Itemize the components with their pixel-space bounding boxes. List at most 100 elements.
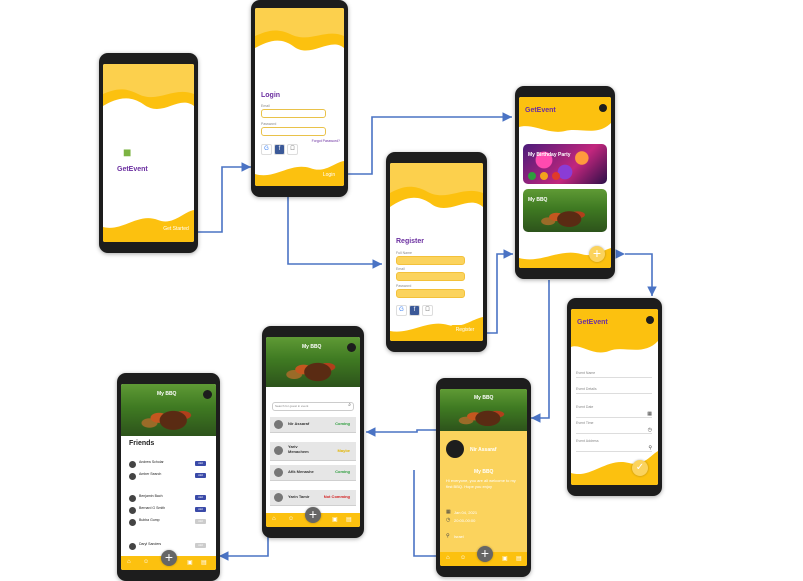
friend-avatar-icon (129, 495, 136, 502)
guest-row[interactable]: Yariv Menachem Maybe (270, 442, 356, 461)
home-screen: GetEvent My Birthday Party My BBQ + (519, 97, 611, 268)
arrow-detail-guests (366, 427, 440, 437)
friend-avatar-icon (129, 461, 136, 468)
add-friend-button[interactable]: Add (195, 507, 206, 512)
event-time-field[interactable]: Event Time (576, 421, 594, 425)
login-email-input[interactable] (261, 109, 326, 118)
login-top-wave (255, 8, 344, 51)
guest-avatar-icon (274, 493, 283, 502)
register-title: Register (396, 238, 425, 245)
event-coming-button[interactable] (528, 172, 536, 180)
arrow-splash-login (197, 162, 251, 233)
event-time: 20:00-00:00 (454, 518, 476, 523)
full-name-input[interactable] (396, 256, 465, 265)
apple-register-icon[interactable]:  (422, 305, 433, 316)
guests-fab[interactable]: + (305, 507, 321, 523)
event-date-field[interactable]: Event Date (576, 405, 594, 409)
apple-login-icon[interactable]:  (287, 144, 298, 155)
event-date: Jan 04, 2021 (454, 510, 478, 515)
facebook-login-icon[interactable]: f (274, 144, 285, 155)
guest-status: Coming (335, 469, 350, 474)
friends-fab[interactable]: + (161, 550, 177, 566)
friends-image: My BBQ (121, 384, 216, 436)
calendar-icon[interactable]: ▦ (647, 411, 652, 417)
guests-profile-avatar-icon[interactable] (347, 343, 356, 352)
create-profile-avatar-icon[interactable] (646, 316, 654, 324)
login-title: Login (261, 92, 281, 99)
phone-guests: My BBQ Search for guest in event ⌕ Nir A… (262, 326, 364, 538)
friend-name: Andrew Scholar (139, 460, 164, 464)
splash-top-wave (103, 64, 194, 109)
event-decline-button[interactable] (552, 172, 560, 180)
event-time-underline (576, 433, 652, 434)
guest-row[interactable]: Yarin Tamir Not Comming (270, 490, 356, 506)
add-friend-button[interactable]: Add (195, 543, 206, 548)
friend-row: Bernard G Smith Add (125, 506, 212, 516)
event-detail-fab[interactable]: + (477, 546, 493, 562)
home-nav-icon[interactable]: ⌂ (446, 555, 450, 561)
guests-nav-icon[interactable]: ☺ (460, 555, 467, 561)
add-friend-button[interactable]: Add (195, 495, 206, 500)
date-icon: ▦ (446, 509, 451, 515)
guest-row[interactable]: Afik Menashe Coming (270, 465, 356, 481)
add-friend-button[interactable]: Add (195, 473, 206, 478)
get-started-button[interactable]: Get Started (161, 224, 191, 234)
event-address-field[interactable]: Event Address (576, 439, 599, 443)
forgot-password-link[interactable]: Forgot Password? (311, 139, 340, 143)
friends-profile-avatar-icon[interactable] (203, 390, 212, 399)
location-icon: ⚲ (446, 533, 450, 539)
arrow-home-detail (531, 280, 550, 423)
home-top-wave (519, 97, 611, 132)
home-bottom-wave (519, 248, 611, 268)
phone-splash: ■ GetEvent Get Started (99, 53, 198, 253)
guest-name: Yarin Tamir (288, 494, 310, 499)
add-friend-button[interactable]: Add (195, 519, 206, 524)
notes-nav-icon[interactable]: ▤ (346, 517, 352, 523)
cart-nav-icon[interactable]: ▣ (332, 517, 338, 523)
cart-nav-icon[interactable]: ▣ (502, 556, 508, 562)
event-details-field[interactable]: Event Details (576, 387, 597, 391)
event-details-underline (576, 393, 652, 394)
splash-screen: ■ GetEvent Get Started (103, 64, 194, 242)
cart-nav-icon[interactable]: ▣ (187, 560, 193, 566)
friends-screen: My BBQ Friends Andrew Scholar Add Amber … (121, 384, 216, 570)
friends-nav-icon[interactable]: ☺ (143, 559, 150, 565)
add-friend-button[interactable]: Add (195, 461, 206, 466)
guest-search-input[interactable]: Search for guest in event ⌕ (272, 402, 354, 411)
event-detail-title: My BBQ (474, 469, 494, 475)
register-button[interactable]: Register (451, 325, 479, 335)
arrow-login-register (287, 185, 382, 269)
create-event-screen: GetEvent Event Name Event Details Event … (571, 309, 658, 485)
arrow-guests-friends (219, 512, 269, 561)
login-button[interactable]: Login (318, 170, 340, 180)
home-nav-icon[interactable]: ⌂ (272, 516, 276, 522)
register-top-wave (390, 163, 483, 208)
phone-home: GetEvent My Birthday Party My BBQ + (515, 86, 615, 279)
register-email-input[interactable] (396, 272, 465, 281)
location-pin-icon[interactable]: ⚲ (648, 445, 652, 451)
guest-row[interactable]: Nir Assaraf Coming (270, 417, 356, 433)
clock-icon[interactable]: ◷ (647, 427, 652, 433)
facebook-register-icon[interactable]: f (409, 305, 420, 316)
confirm-event-button[interactable]: ✓ (632, 460, 648, 476)
login-password-input[interactable] (261, 127, 326, 136)
profile-avatar-icon[interactable] (599, 104, 607, 112)
event-card-bbq[interactable]: My BBQ (523, 189, 607, 232)
guest-status: Not Comming (323, 494, 350, 499)
guest-name: Nir Assaraf (288, 421, 310, 426)
login-screen: Login Email Password Forgot Password? G … (255, 8, 344, 186)
register-password-input[interactable] (396, 289, 465, 298)
notes-nav-icon[interactable]: ▤ (201, 560, 207, 566)
guests-nav-icon[interactable]: ☺ (288, 516, 295, 522)
notes-nav-icon[interactable]: ▤ (516, 556, 522, 562)
login-password-label: Password (261, 122, 277, 126)
event-name-field[interactable]: Event Name (576, 371, 596, 375)
event-maybe-button[interactable] (540, 172, 548, 180)
google-login-icon[interactable]: G (261, 144, 272, 155)
event-date-underline (576, 417, 652, 418)
event-card-birthday[interactable]: My Birthday Party (523, 144, 607, 184)
google-register-icon[interactable]: G (396, 305, 407, 316)
home-nav-icon[interactable]: ⌂ (127, 559, 131, 565)
add-event-button[interactable]: + (589, 246, 605, 262)
search-icon: ⌕ (348, 402, 351, 408)
